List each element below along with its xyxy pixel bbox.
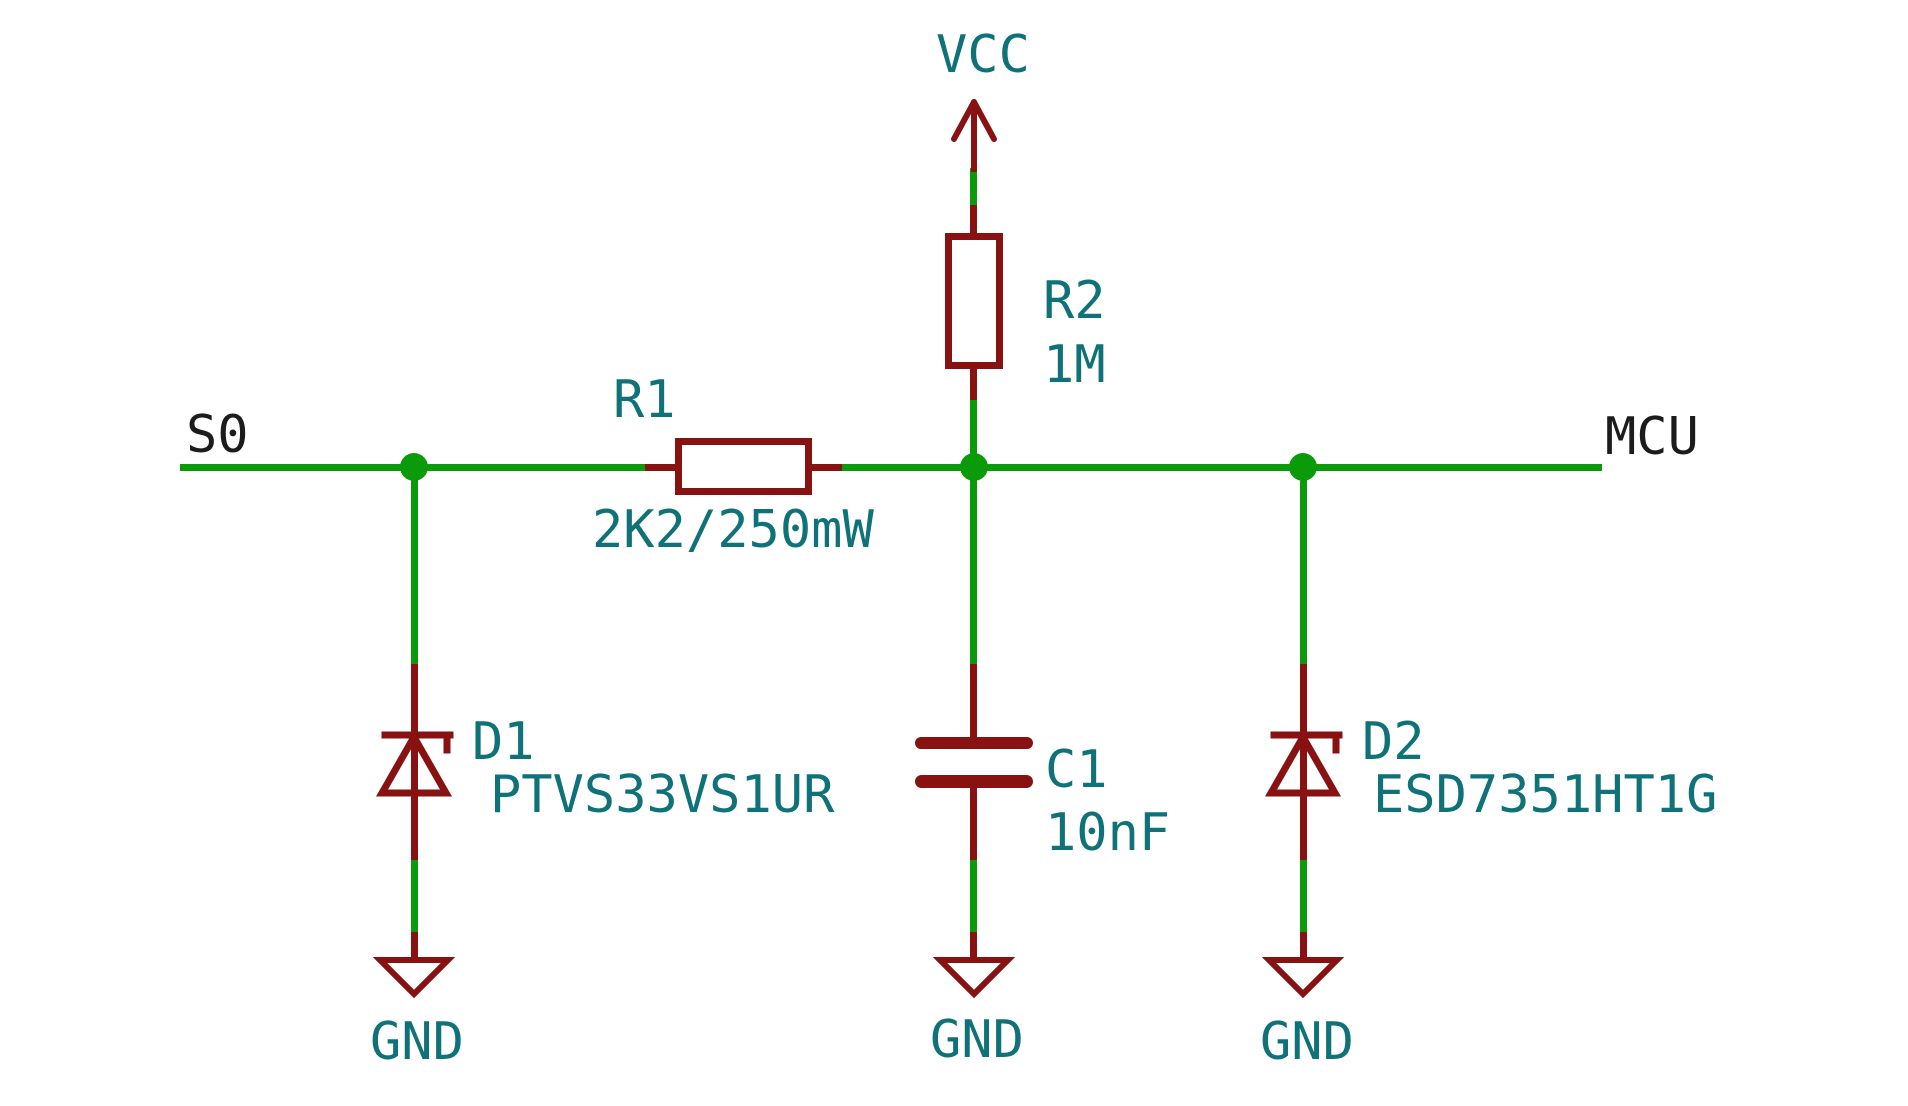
r1-left-pin [645, 464, 677, 471]
component-d2-value[interactable]: ESD7351HT1G [1373, 765, 1718, 825]
component-d1-reference[interactable]: D1 [472, 712, 535, 772]
gnd-stub-right [1300, 932, 1307, 963]
gnd-stub-middle [970, 932, 977, 963]
r2-bottom-pin [970, 367, 977, 400]
gnd-label[interactable]: GND [370, 1012, 464, 1072]
r1-right-pin [810, 464, 842, 471]
wire-main-horizontal[interactable] [180, 464, 1602, 471]
vcc-arrow-icon[interactable] [950, 96, 998, 172]
c1-top-pin [970, 664, 977, 739]
gnd-stub-left [411, 932, 418, 963]
power-label-vcc[interactable]: VCC [936, 25, 1030, 85]
gnd-label[interactable]: GND [930, 1010, 1024, 1070]
component-r2-reference[interactable]: R2 [1043, 271, 1106, 331]
c1-capacitor-plate-bottom[interactable] [915, 775, 1033, 788]
component-d2-reference[interactable]: D2 [1362, 712, 1425, 772]
component-r2-value[interactable]: 1M [1043, 335, 1106, 395]
junction-dot[interactable] [960, 453, 988, 481]
gnd-symbol-icon[interactable] [932, 956, 1016, 999]
component-r1-reference[interactable]: R1 [613, 370, 676, 430]
d2-esd-diode-icon[interactable] [1264, 726, 1345, 798]
wire-c1-to-gnd[interactable] [970, 858, 977, 934]
wire-junction-to-d1[interactable] [411, 464, 418, 666]
r2-top-pin [970, 205, 977, 235]
component-d1-value[interactable]: PTVS33VS1UR [490, 765, 835, 825]
junction-dot[interactable] [1289, 453, 1317, 481]
component-c1-reference[interactable]: C1 [1045, 740, 1108, 800]
component-c1-value[interactable]: 10nF [1045, 803, 1171, 863]
net-label-mcu[interactable]: MCU [1605, 407, 1699, 467]
c1-bottom-pin [970, 786, 977, 860]
d1-tvs-diode-icon[interactable] [375, 726, 456, 798]
junction-dot[interactable] [400, 453, 428, 481]
wire-r2-to-c1[interactable] [970, 398, 977, 666]
gnd-symbol-icon[interactable] [1261, 956, 1345, 999]
component-r1-value[interactable]: 2K2/250mW [592, 500, 874, 560]
gnd-label[interactable]: GND [1260, 1012, 1354, 1072]
wire-junction-to-d2[interactable] [1300, 464, 1307, 666]
gnd-symbol-icon[interactable] [372, 956, 456, 999]
d2-pin-line [1300, 664, 1307, 860]
r1-resistor-body[interactable] [675, 438, 812, 495]
c1-capacitor-plate-top[interactable] [915, 737, 1033, 749]
wire-d2-to-gnd[interactable] [1300, 858, 1307, 934]
wire-d1-to-gnd[interactable] [411, 858, 418, 934]
d1-pin-line [411, 664, 418, 860]
r2-resistor-body[interactable] [945, 233, 1003, 369]
wire-vcc-to-r2[interactable] [970, 168, 977, 208]
net-label-s0[interactable]: S0 [186, 405, 249, 465]
